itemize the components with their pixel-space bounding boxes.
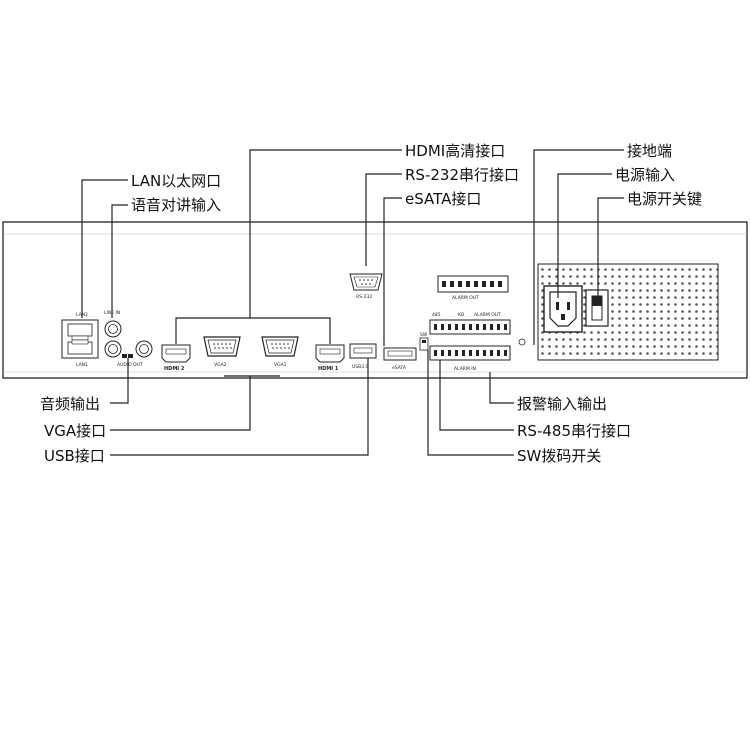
audio-jacks: LINE IN AUDIO OUT: [104, 310, 153, 368]
callout-rs485: RS-485串行接口: [517, 422, 631, 440]
callout-power-switch: 电源开关键: [627, 190, 702, 208]
vga2-port: VGA2: [203, 336, 241, 368]
audio-out-label: AUDIO OUT: [117, 362, 143, 368]
vga1-label: VGA1: [274, 362, 287, 368]
callout-ground: 接地端: [627, 142, 672, 160]
callout-usb: USB接口: [44, 447, 105, 465]
callout-hdmi: HDMI高清接口: [405, 142, 505, 160]
alarm-out-label: ALARM OUT: [452, 295, 479, 301]
callout-rs232: RS-232串行接口: [405, 166, 519, 184]
hdmi2-label: HDMI 2: [164, 366, 185, 372]
rs232-port: RS-232: [349, 273, 383, 300]
hdmi2-port: HDMI 2: [161, 344, 191, 372]
alarm-in-label: ALARM IN: [454, 366, 476, 372]
hdmi1-port: HDMI 1: [315, 344, 345, 372]
callout-intercom: 语音对讲输入: [131, 196, 221, 214]
vga1-port: VGA1: [261, 336, 299, 368]
callout-power-input: 电源输入: [615, 166, 675, 184]
rs232-label: RS-232: [356, 294, 372, 300]
callout-audio-out: 音频输出: [40, 395, 100, 413]
callout-esata: eSATA接口: [405, 190, 481, 208]
lan1-label: LAN1: [76, 362, 88, 368]
power-supply-area: [537, 263, 719, 361]
kb-label: KB: [458, 312, 464, 318]
callout-alarm-io: 报警输入输出: [517, 395, 607, 413]
callout-vga: VGA接口: [44, 422, 106, 440]
leader-lines: [81, 149, 624, 456]
hdmi1-label: HDMI 1: [318, 366, 339, 372]
rs485-label: 485: [432, 312, 441, 318]
callout-labels: LAN以太网口 语音对讲输入 HDMI高清接口 RS-232串行接口 eSATA…: [40, 142, 702, 465]
usb-port: USB3.0: [349, 343, 377, 370]
usb-label: USB3.0: [352, 364, 369, 370]
sw-label: SW: [420, 332, 428, 338]
callout-sw-dip: SW拨码开关: [517, 447, 601, 465]
alarm-out-terminal: ALARM OUT: [437, 275, 509, 301]
alarm-in-terminal-block: 485 KB ALARM OUT SW ALARM IN: [419, 312, 526, 372]
alarm-out-small-label: ALARM OUT: [474, 312, 501, 318]
lan-port-block: LAN2 LAN1: [61, 312, 99, 368]
esata-port: eSATA: [383, 347, 417, 371]
callout-lan: LAN以太网口: [131, 172, 221, 190]
vga2-label: VGA2: [214, 362, 227, 368]
esata-label: eSATA: [392, 365, 407, 371]
